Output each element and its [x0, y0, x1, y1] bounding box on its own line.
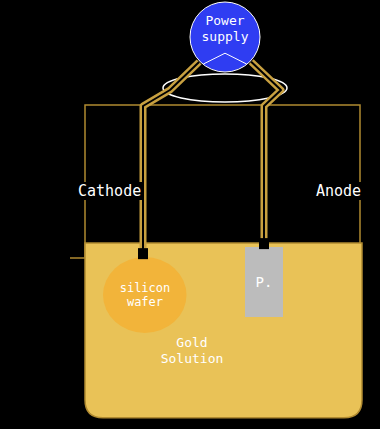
supply-divider: [203, 53, 246, 64]
anode-wire: [251, 62, 281, 249]
silicon-wafer: silicon wafer: [103, 257, 187, 333]
wafer-body: [103, 257, 187, 333]
cathode-wire: [138, 62, 199, 259]
electrode-clip: [259, 238, 269, 249]
node-label: Power supply: [198, 13, 252, 44]
electrode-label: Anode: [314, 182, 363, 200]
solution-body: [85, 243, 362, 418]
node-label: P.: [249, 274, 279, 291]
wire-label-holder: Anode: [314, 181, 363, 200]
liquid-level-mark: [70, 257, 86, 259]
electrode-body: [245, 247, 283, 317]
electrode-label: Cathode: [76, 182, 143, 200]
wire-sheath: [143, 62, 199, 257]
supply-body: [190, 2, 260, 72]
electrode-clip: [138, 248, 148, 259]
wire-core: [251, 62, 281, 247]
wire-sheath: [251, 62, 281, 247]
wire-core: [143, 62, 199, 257]
gold-solution-bath: silicon wafer P. Gold Solution: [85, 243, 362, 418]
gold-solution-bath-shape: [85, 243, 362, 418]
platinum-electrode: P.: [245, 247, 283, 317]
node-label: Gold Solution: [147, 335, 237, 366]
node-label: silicon wafer: [117, 281, 173, 310]
wire-label-holder: Cathode: [76, 181, 143, 200]
power-supply: Power supply: [189, 1, 261, 73]
